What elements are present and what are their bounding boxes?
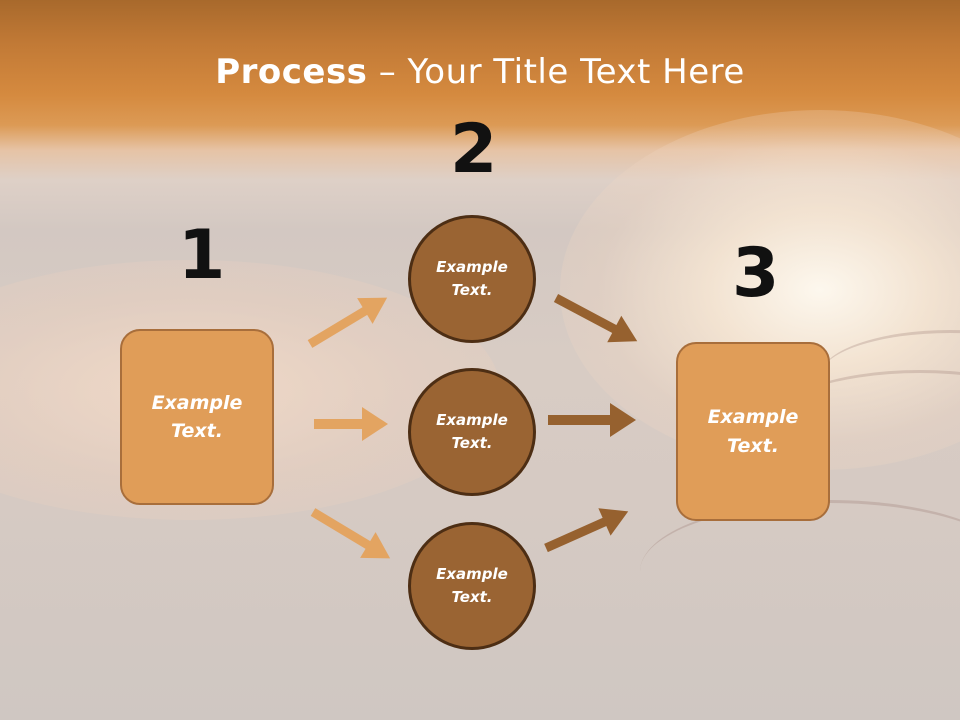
title-rest: – Your Title Text Here [367,52,745,92]
arrow-1-to-top [307,297,388,348]
arrow-1-to-center [314,407,388,441]
step-box-1: Example Text. [120,329,274,505]
step-box-1-text: Example Text. [151,391,243,443]
middle-node-bottom-text: Example Text. [436,564,508,606]
arrow-bottom-to-3 [544,508,629,553]
slide-title: Process – Your Title Text Here [0,52,960,92]
step-number-3: 3 [732,234,780,313]
step-number-2: 2 [450,110,498,189]
middle-node-top-text: Example Text. [436,257,508,299]
arrow-top-to-3 [553,294,638,343]
step-box-3-text: Example Text. [707,406,799,457]
middle-node-center: Example Text. [408,368,536,496]
middle-node-bottom: Example Text. [408,522,536,650]
title-bold: Process [215,52,368,92]
middle-node-center-text: Example Text. [436,410,508,452]
middle-node-top: Example Text. [408,215,536,343]
step-box-3: Example Text. [676,342,830,521]
arrow-1-to-bottom [310,508,391,559]
step-number-1: 1 [178,216,226,295]
arrow-center-to-3 [548,403,636,437]
